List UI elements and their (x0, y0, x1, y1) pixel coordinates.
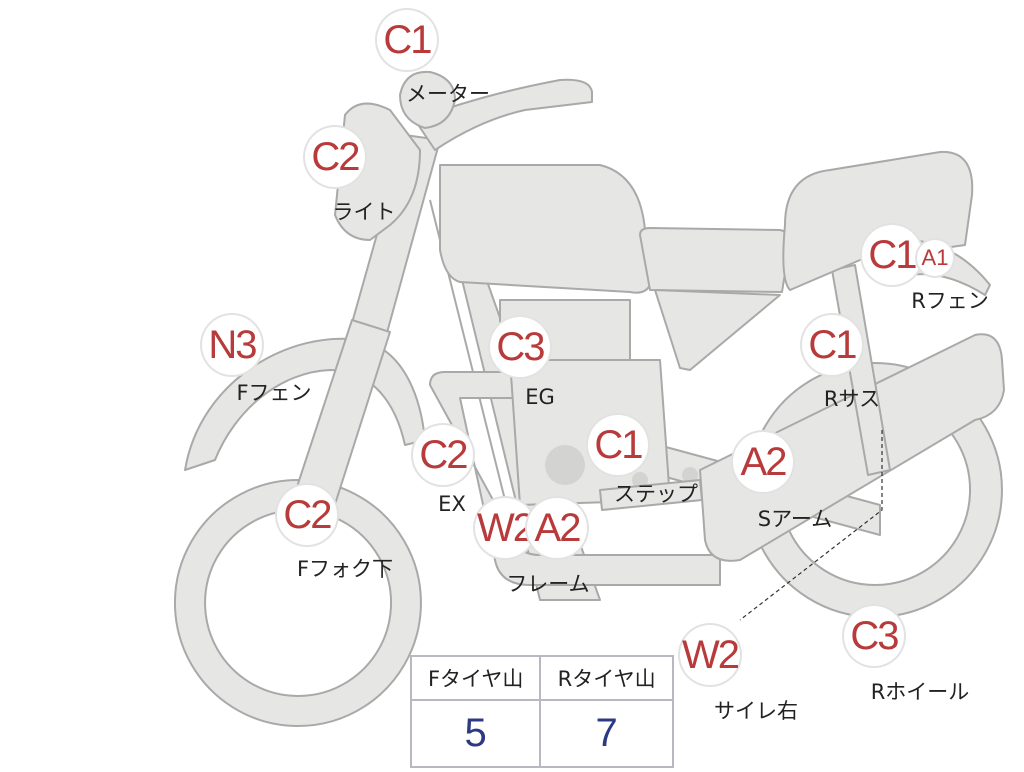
label-step: ステップ (614, 482, 698, 506)
front-tire-value: 5 (409, 699, 542, 768)
badge-r-fender-a[interactable]: A1 (917, 240, 953, 276)
leader-line (739, 430, 883, 621)
table-value-row: 5 7 (409, 699, 674, 768)
rear-shock (831, 264, 891, 476)
engine-cover (545, 445, 585, 485)
rear-tire-value: 7 (539, 699, 674, 768)
badge-meter[interactable]: C1 (377, 10, 437, 70)
badge-engine[interactable]: C3 (490, 317, 550, 377)
badge-f-fork[interactable]: C2 (277, 485, 337, 545)
badge-light[interactable]: C2 (305, 127, 365, 187)
label-r-wheel: Rホイール (870, 680, 970, 704)
label-r-fender: Rフェン (911, 289, 989, 313)
badge-exhaust[interactable]: C2 (413, 425, 473, 485)
badge-r-susp[interactable]: C1 (802, 315, 862, 375)
badge-muffler-r[interactable]: W2 (680, 625, 740, 685)
label-muffler-r: サイレ右 (714, 699, 798, 723)
front-tire (173, 479, 422, 727)
badge-frame-a[interactable]: A2 (527, 498, 587, 558)
label-swingarm: Sアーム (757, 507, 833, 531)
muffler (699, 333, 1005, 562)
label-engine: EG (525, 385, 555, 409)
step-peg (632, 472, 648, 488)
side-cover (639, 227, 791, 293)
badge-swingarm[interactable]: A2 (733, 432, 793, 492)
badge-r-wheel[interactable]: C3 (844, 606, 904, 666)
table-header-row: Fタイヤ山 Rタイヤ山 (409, 655, 674, 701)
seat (782, 150, 974, 291)
label-f-fork: Fフォク下 (296, 557, 394, 581)
label-r-susp: Rサス (823, 387, 881, 411)
tire-tread-table: Fタイヤ山 Rタイヤ山 5 7 (409, 655, 674, 768)
badge-frame-w[interactable]: W2 (475, 498, 535, 558)
step-bar (599, 479, 703, 511)
rear-tire-header: Rタイヤ山 (539, 655, 674, 701)
side-panel (654, 289, 781, 371)
label-light: ライト (332, 200, 396, 224)
label-f-fender: Fフェン (236, 381, 312, 405)
label-frame: フレーム (506, 572, 590, 596)
handlebar (414, 78, 593, 151)
badge-f-fender[interactable]: N3 (202, 315, 262, 375)
label-exhaust: EX (438, 492, 466, 516)
fuel-tank (439, 164, 651, 294)
step-peg (682, 467, 698, 483)
meter-gauge (399, 70, 456, 129)
label-meter: メーター (406, 82, 490, 106)
badge-step[interactable]: C1 (588, 415, 648, 475)
front-tire-header: Fタイヤ山 (409, 655, 542, 701)
badge-r-fender[interactable]: C1 (862, 225, 922, 285)
